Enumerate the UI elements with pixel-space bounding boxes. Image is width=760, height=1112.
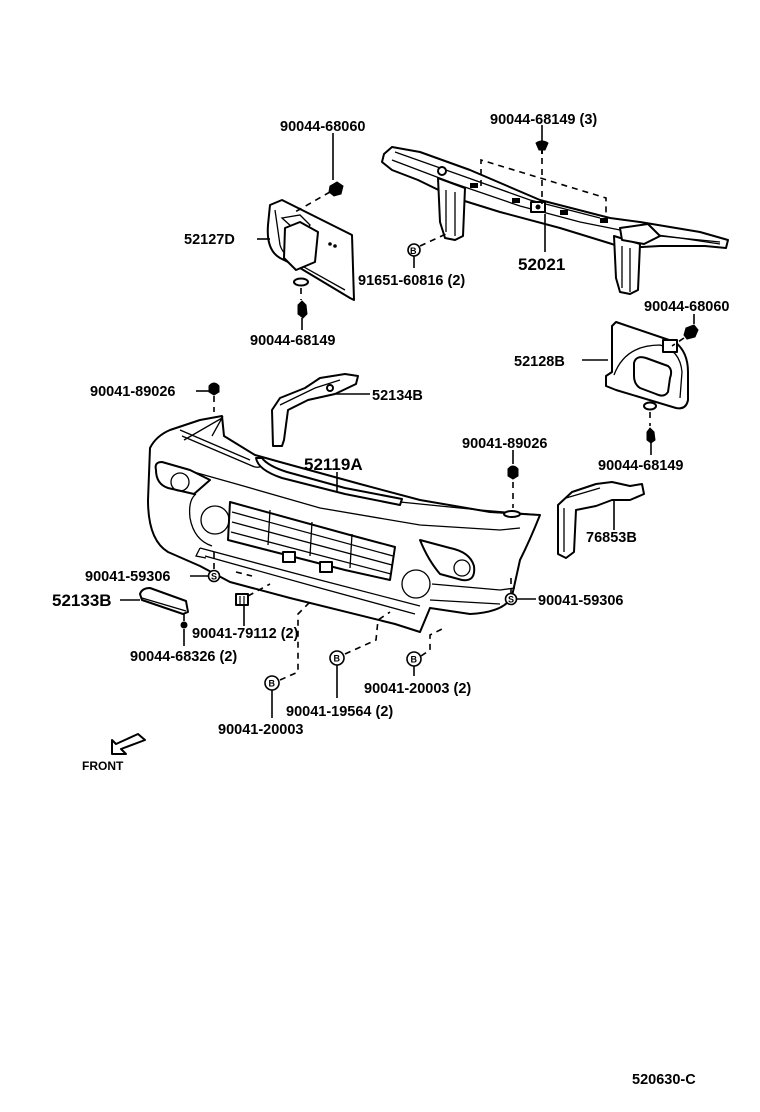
label-90044-68149-x3: 90044-68149 (3) — [490, 112, 597, 128]
clip-b-90041-19564[interactable]: B — [329, 650, 345, 666]
label-76853b: 52133B — [52, 591, 112, 610]
bumper-cover-52119a[interactable] — [147, 415, 541, 633]
label-52134b: 76853B — [586, 530, 637, 546]
label-52119a: 52119A — [304, 455, 363, 474]
clip-90044-68060-right[interactable] — [683, 324, 699, 340]
label-90044-68149-right: 90044-68149 — [598, 458, 683, 474]
screw-90041-59306-right[interactable]: S — [504, 592, 518, 606]
label-52128b: 52128B — [514, 354, 565, 370]
bolt-marker: B — [269, 679, 276, 689]
label-52133b: 52134B — [372, 388, 423, 404]
bracket-52134b[interactable] — [557, 481, 645, 559]
clip-b-90041-20003-right[interactable]: B — [406, 651, 422, 667]
label-90044-68326: 90044-68326 (2) — [130, 649, 237, 665]
label-90044-68060-left: 90044-68060 — [280, 119, 365, 135]
screw-marker: S — [508, 595, 514, 605]
trim-76853b[interactable] — [139, 587, 189, 615]
label-52127d: 52127D — [184, 232, 235, 248]
clip-90044-68326[interactable] — [180, 621, 188, 629]
bolt-marker: B — [410, 246, 417, 256]
label-91651-60816: 91651-60816 (2) — [358, 273, 465, 289]
clip-90044-68149-x3[interactable] — [535, 140, 549, 154]
clip-90044-68060-left[interactable] — [328, 181, 344, 197]
clip-90044-68149-left[interactable] — [297, 300, 308, 319]
label-90041-59306-right: 90041-59306 — [538, 593, 623, 609]
label-52021: 52021 — [518, 255, 565, 274]
label-90041-20003-left: 90041-20003 — [218, 722, 303, 738]
screw-90041-59306-left[interactable]: S — [207, 569, 221, 583]
clip-90041-89026-right[interactable] — [507, 465, 519, 480]
bolt-marker: B — [411, 655, 418, 665]
left-retainer-52127d[interactable] — [266, 199, 355, 301]
bolt-91651-60816[interactable]: B — [407, 243, 421, 257]
label-90041-89026-left: 90041-89026 — [90, 384, 175, 400]
bracket-52133b[interactable] — [271, 373, 359, 447]
front-label: FRONT — [82, 759, 124, 773]
label-90044-68149-left: 90044-68149 — [250, 333, 335, 349]
label-90041-20003-right: 90041-20003 (2) — [364, 681, 471, 697]
bumper-reinforcement-52021[interactable] — [381, 146, 729, 295]
nut-clip-90041-79112[interactable] — [235, 593, 249, 606]
bolt-marker: B — [334, 654, 341, 664]
illustration-code: 520630-C — [632, 1072, 696, 1088]
label-90041-79112: 90041-79112 (2) — [192, 626, 299, 642]
clip-90044-68149-right[interactable] — [646, 427, 656, 444]
label-90041-89026-right: 90041-89026 — [462, 436, 547, 452]
label-90041-59306-left: 90041-59306 — [85, 569, 170, 585]
right-retainer-52128b[interactable] — [605, 321, 689, 411]
clip-b-90041-20003-left[interactable]: B — [264, 675, 280, 691]
clip-90041-89026-left[interactable] — [208, 382, 220, 396]
screw-marker: S — [211, 572, 217, 582]
label-90041-19564: 90041-19564 (2) — [286, 704, 393, 720]
label-90044-68060-right: 90044-68060 — [644, 299, 729, 315]
front-direction-arrow — [111, 733, 146, 755]
